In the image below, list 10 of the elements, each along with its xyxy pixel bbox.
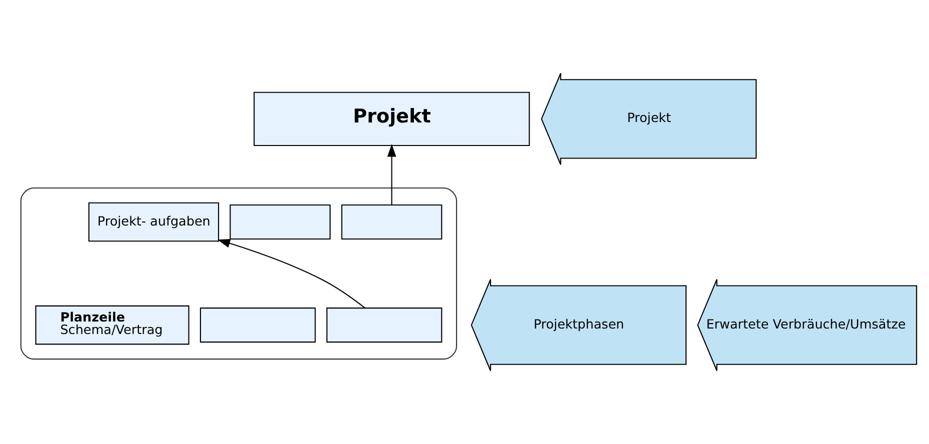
node-box: Projekt- aufgaben	[88, 202, 220, 242]
arrow	[217, 239, 366, 308]
cluster	[20, 187, 458, 360]
node-box	[200, 308, 316, 343]
node-box	[341, 204, 442, 240]
node-box: Projekt	[254, 92, 530, 146]
node-box	[230, 204, 331, 240]
node-box: Planzeile Schema/Vertrag	[35, 305, 190, 345]
node-box	[326, 308, 442, 343]
arrow	[387, 144, 396, 205]
